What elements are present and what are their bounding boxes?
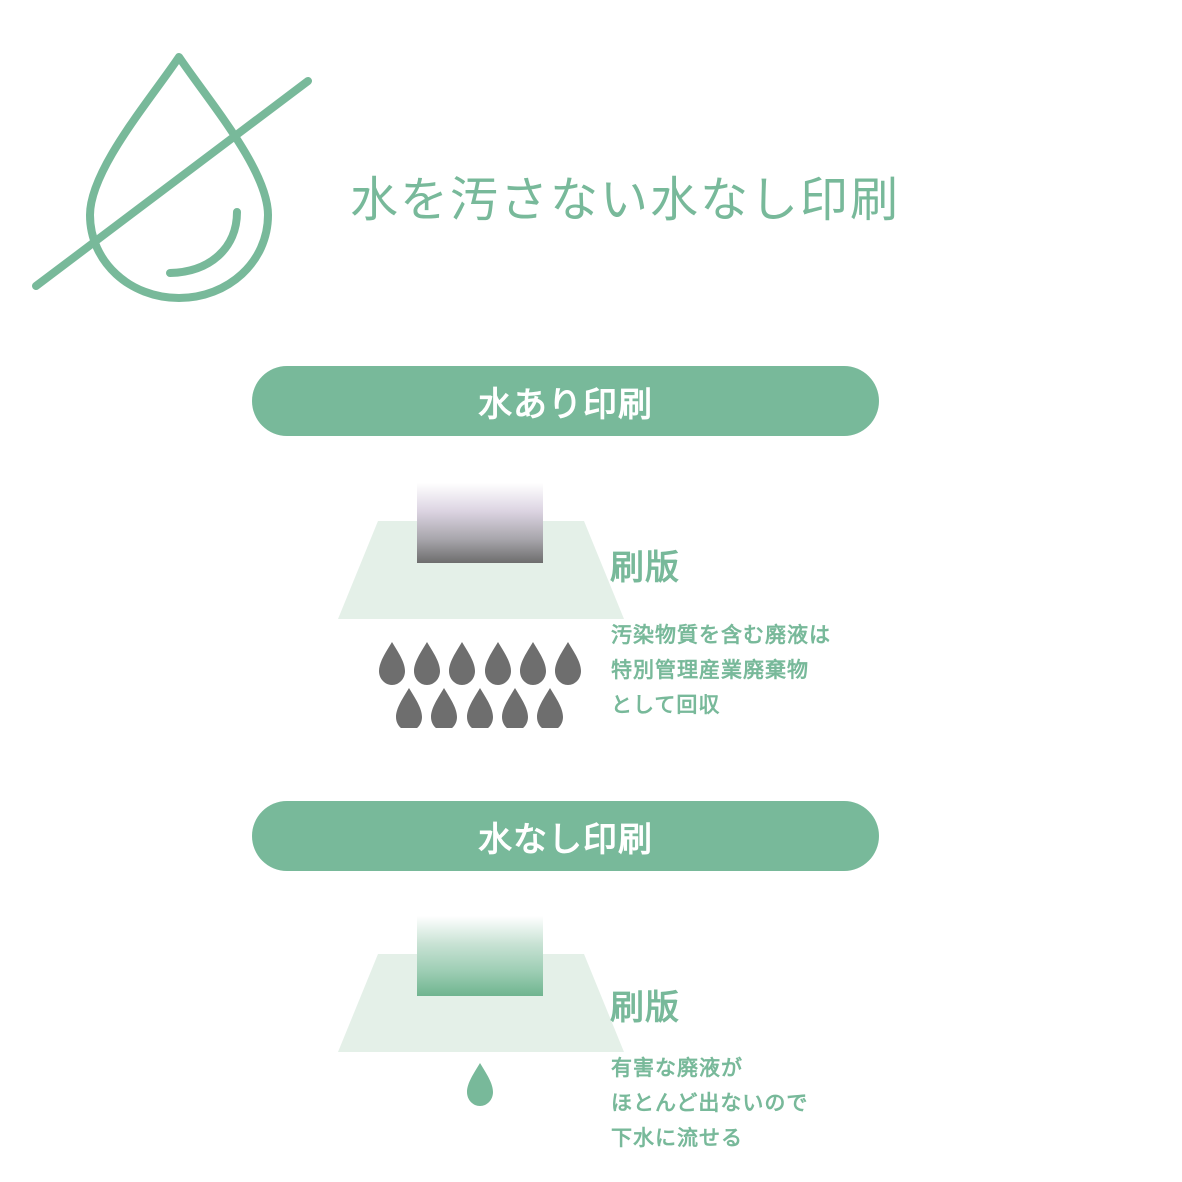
- description-line: 有害な廃液が: [611, 1056, 743, 1080]
- section-header-label: 水なし印刷: [478, 819, 653, 860]
- page-title: 水を汚さない水なし印刷: [350, 172, 901, 228]
- description-line: 特別管理産業廃棄物: [611, 658, 809, 682]
- description-with-water: 汚染物質を含む廃液は 特別管理産業廃棄物 として回収: [611, 618, 831, 723]
- description-line: 汚染物質を含む廃液は: [611, 623, 831, 647]
- description-line: ほとんど出ないので: [611, 1091, 809, 1115]
- description-line: 下水に流せる: [611, 1126, 743, 1150]
- printing-plate-gray: [417, 483, 543, 563]
- description-waterless: 有害な廃液が ほとんど出ないので 下水に流せる: [611, 1051, 808, 1156]
- gray-water-drops-icon: [379, 642, 581, 728]
- description-line: として回収: [611, 693, 721, 717]
- plate-base-trapezoid: [338, 521, 624, 619]
- no-water-drop-icon: [32, 53, 312, 302]
- plate-base-trapezoid: [338, 954, 624, 1052]
- section-header-with-water: 水あり印刷: [252, 366, 879, 436]
- green-water-drop-icon: [467, 1063, 493, 1106]
- section-header-label: 水あり印刷: [478, 384, 653, 425]
- printing-plate-green: [417, 916, 543, 996]
- plate-label: 刷版: [610, 988, 680, 1028]
- plate-label: 刷版: [610, 548, 680, 588]
- section-header-waterless: 水なし印刷: [252, 801, 879, 871]
